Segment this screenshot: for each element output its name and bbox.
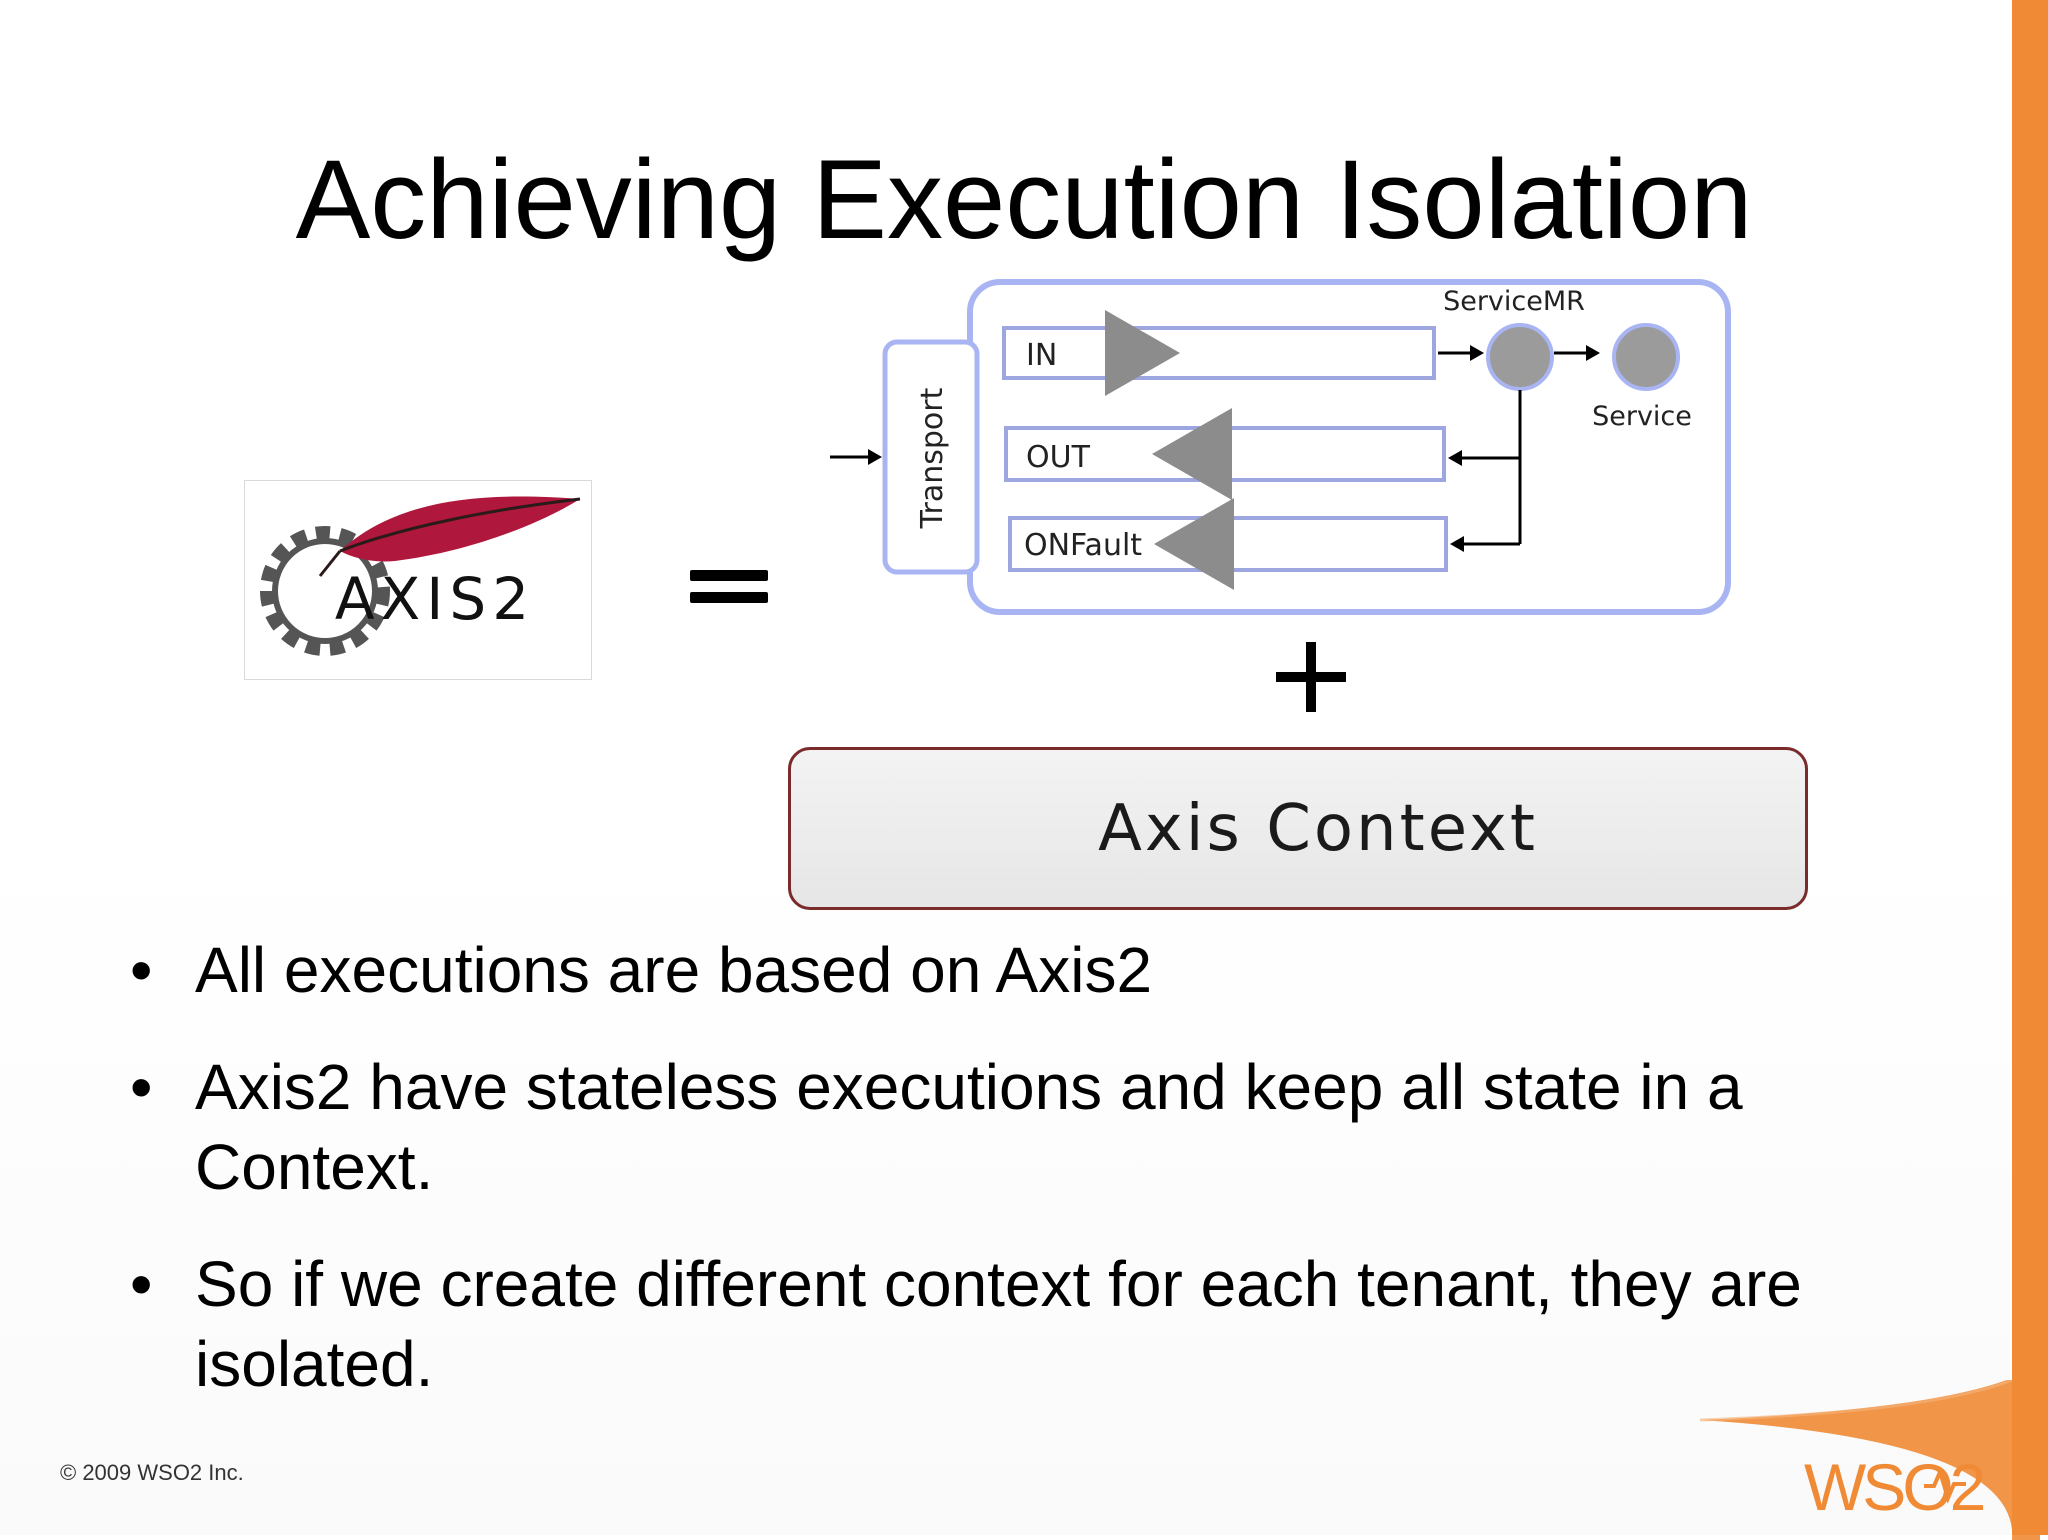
in-arrow-icon (1105, 310, 1180, 396)
gear-icon (260, 526, 390, 656)
service-mr-node (1486, 323, 1554, 391)
pipe-label-onfault: ONFault (1024, 528, 1142, 563)
axis-context-label: Axis Context (1098, 791, 1538, 866)
corner-swoosh (1700, 1380, 2040, 1540)
in-pipe (1002, 326, 1436, 380)
bullet-text: So if we create different context for ea… (195, 1248, 1802, 1400)
bullet-list: • All executions are based on Axis2 • Ax… (130, 930, 1990, 1441)
wso2-logo-text: WSO2 (1804, 1450, 1984, 1524)
bullet-icon: • (130, 1051, 153, 1123)
service-mr-label: ServiceMR (1443, 286, 1585, 317)
bullet-item: • Axis2 have stateless executions and ke… (130, 1047, 1990, 1207)
axis-context-box: Axis Context (788, 747, 1808, 910)
pipe-label-out: OUT (1026, 440, 1091, 475)
axis2-logo: AXIS2 (244, 480, 592, 680)
transport-label: Transport (915, 387, 950, 529)
orange-side-bar (2012, 0, 2048, 1535)
bullet-icon: • (130, 1248, 153, 1320)
onfault-arrow-icon (1154, 498, 1234, 590)
plus-sign (1276, 642, 1346, 712)
pipe-label-in: IN (1026, 338, 1057, 373)
equals-sign (690, 560, 770, 610)
axis2-logo-text: AXIS2 (335, 565, 535, 633)
bullet-text: All executions are based on Axis2 (195, 934, 1153, 1006)
feather-icon (340, 496, 580, 562)
out-arrow-icon (1152, 408, 1232, 500)
service-node (1612, 323, 1680, 391)
bullet-item: • So if we create different context for … (130, 1244, 1990, 1404)
bullet-icon: • (130, 934, 153, 1006)
axis2-architecture-diagram: Transport IN OUT ONFault ServiceMR Servi… (820, 270, 1780, 920)
bullet-item: • All executions are based on Axis2 (130, 930, 1990, 1010)
bullet-text: Axis2 have stateless executions and keep… (195, 1051, 1743, 1203)
copyright-text: © 2009 WSO2 Inc. (60, 1460, 244, 1485)
slide-title: Achieving Execution Isolation (295, 137, 1753, 263)
service-label: Service (1592, 401, 1692, 432)
wso2-logo: WSO2 (1800, 1440, 2000, 1530)
transport-box (882, 339, 980, 575)
